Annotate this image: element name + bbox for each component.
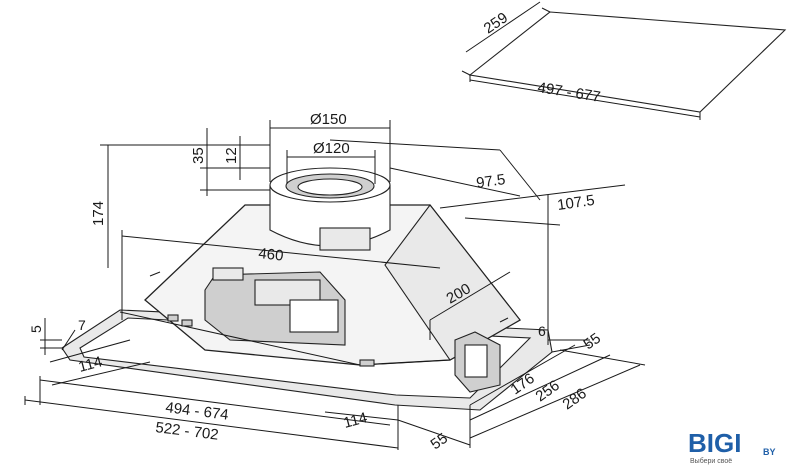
motor-cap: [212, 267, 244, 281]
lamp-right: [359, 359, 375, 367]
offset-107-label: 107.5: [556, 192, 596, 214]
lamp-mid: [181, 319, 193, 327]
panel-depth-label: 259: [481, 9, 511, 37]
frame-5-label: 5: [28, 325, 44, 333]
cutout-panel-shape: [468, 11, 787, 113]
hood-body: [61, 167, 553, 411]
logo-text: BIGI: [688, 428, 741, 458]
dimension-lines: [24, 120, 646, 450]
logo-suffix: BY: [763, 447, 776, 457]
edge-6-label: 6: [538, 323, 546, 339]
side-114-bottom-label: 114: [342, 409, 370, 432]
edge-55-right-label: 55: [581, 330, 604, 353]
outlet-clip: [319, 227, 371, 251]
frame-7-label: 7: [78, 317, 86, 333]
side-114-left-label: 114: [77, 353, 105, 376]
outlet-inner-label: Ø120: [313, 140, 350, 157]
outlet-outer-label: Ø150: [310, 111, 347, 128]
bigi-logo: BIGI BY Выбери своё: [688, 428, 776, 465]
inner-width-label: 460: [258, 245, 285, 265]
offset-97-label: 97.5: [475, 171, 506, 192]
outlet-height-35-label: 35: [190, 147, 207, 164]
cutout-panel: [461, 1, 787, 120]
lamp-left: [167, 314, 179, 322]
outlet-damper: [297, 178, 363, 196]
body-height-label: 174: [90, 201, 107, 226]
depth-286-label: 286: [560, 385, 590, 413]
depth-256-label: 256: [533, 377, 563, 405]
outlet-height-12-label: 12: [223, 147, 240, 164]
control-switch: [464, 344, 488, 378]
motor-housing: [289, 299, 339, 333]
logo-tagline: Выбери своё: [690, 457, 732, 465]
edge-55-bottom-label: 55: [428, 430, 451, 453]
width-522-label: 522 - 702: [155, 419, 220, 444]
